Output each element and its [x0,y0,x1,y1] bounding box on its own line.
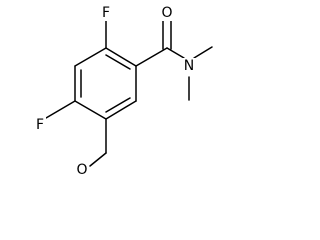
atom-f-left-label: F [36,117,44,133]
atom-o-amide-label: O [161,5,172,21]
atom-o-aldehyde-label: O [76,162,87,178]
ring-bond-c4-c5 [105,100,137,120]
bond-c6-carbonyl-c [135,47,168,67]
ring-double-bond-c4-c5 [105,97,131,113]
ring-double-bond-c6-c1 [105,54,131,70]
atom-f-top-label: F [102,5,110,21]
bond-carbonyl-c-n [166,47,185,59]
ring-bond-c1-c2 [74,47,107,67]
atom-o-amide: O [160,5,174,21]
atom-n-amide: N [182,58,196,74]
atom-o-aldehyde: O [75,162,89,178]
atom-n-amide-label: N [184,58,194,74]
bond-formyl-c-o [89,152,107,167]
bond-c3-f [45,100,76,119]
bond-n-methyl-top [193,46,213,59]
chemical-structure-diagram: F F O N O [34,5,213,178]
atom-f-top: F [100,5,112,21]
ring-bond-c3-c4 [74,100,107,120]
ring-bond-c6-c1 [105,47,137,67]
atom-f-left: F [34,117,46,133]
